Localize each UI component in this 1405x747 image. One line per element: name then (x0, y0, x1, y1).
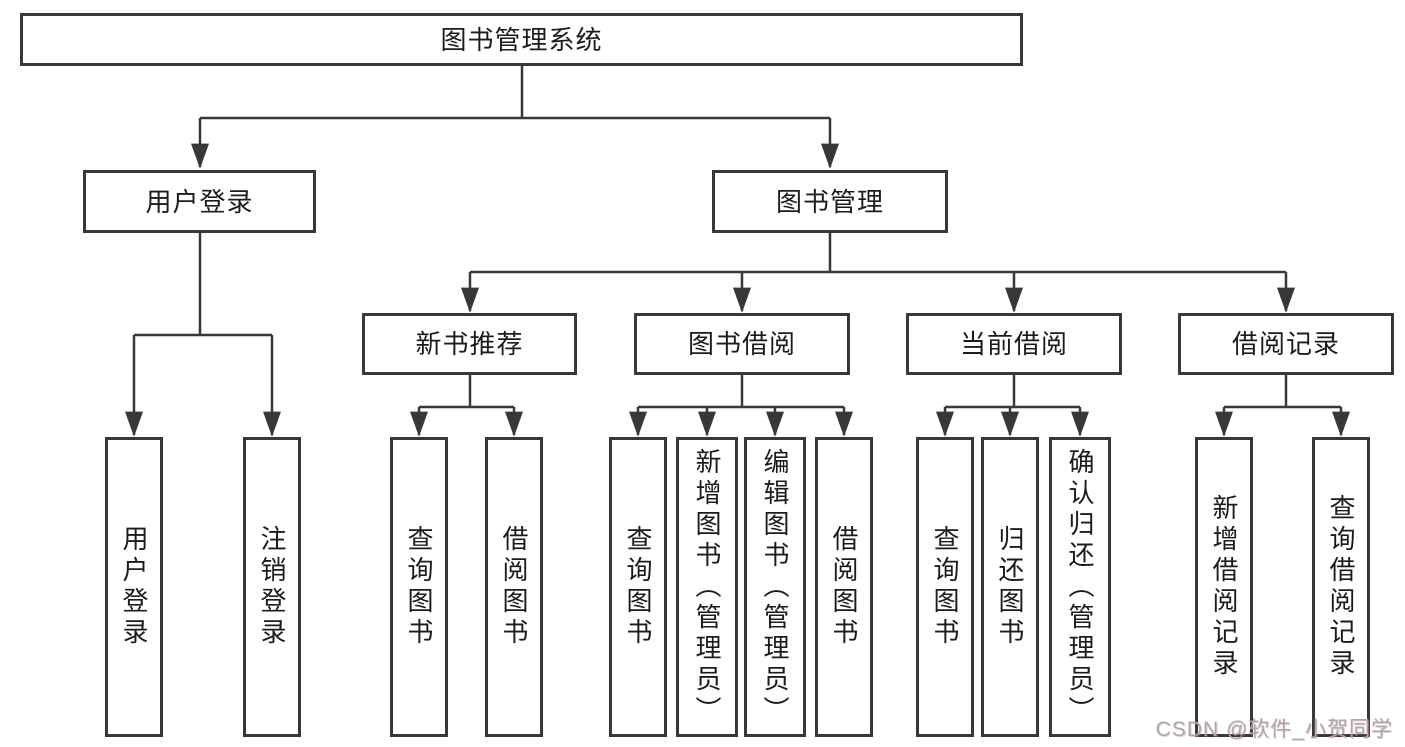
csdn-watermark: CSDN @软件_小贺同学 (1155, 718, 1393, 741)
leaf-current-query-books: 查询图书 (916, 437, 974, 737)
leaf-borrowing-edit-books-admin: 编辑图书（管理员） (744, 437, 806, 737)
connector-borrowing-records-children (1215, 375, 1350, 437)
leaf-records-add-record: 新增借阅记录 (1195, 437, 1253, 737)
node-new-book-recommend-label: 新书推荐 (415, 329, 524, 359)
connector-current-borrowing-children (936, 375, 1089, 437)
connector-book-borrowing-children (629, 375, 853, 437)
leaf-borrowing-add-books-admin: 新增图书（管理员） (676, 437, 738, 737)
node-book-borrowing-label: 图书借阅 (687, 329, 796, 359)
connector-root-to-level2 (191, 66, 839, 169)
node-root-label: 图书管理系统 (440, 24, 603, 55)
node-book-borrowing: 图书借阅 (634, 313, 850, 375)
node-user-login-label: 用户登录 (145, 186, 254, 217)
leaf-current-return-books: 归还图书 (981, 437, 1039, 737)
node-current-borrowing-label: 当前借阅 (959, 329, 1068, 359)
node-borrowing-records-label: 借阅记录 (1231, 329, 1340, 359)
leaf-current-confirm-return-admin: 确认归还（管理员） (1049, 437, 1111, 737)
node-borrowing-records: 借阅记录 (1178, 313, 1394, 375)
leaf-recommend-query-books: 查询图书 (390, 437, 448, 737)
node-new-book-recommend: 新书推荐 (362, 313, 577, 375)
node-book-management-label: 图书管理 (775, 186, 884, 217)
node-user-login: 用户登录 (83, 170, 316, 233)
connector-new-book-recommend-children (410, 375, 523, 437)
leaf-logout: 注销登录 (243, 437, 301, 737)
node-current-borrowing: 当前借阅 (906, 313, 1122, 375)
leaf-records-query-record: 查询借阅记录 (1312, 437, 1370, 737)
leaf-recommend-borrow-books: 借阅图书 (485, 437, 543, 737)
connector-user-login-children (125, 233, 281, 437)
leaf-borrowing-query-books: 查询图书 (609, 437, 667, 737)
node-book-management: 图书管理 (712, 170, 948, 233)
connector-book-management-children (461, 233, 1295, 313)
node-root-system: 图书管理系统 (20, 13, 1023, 66)
leaf-user-login: 用户登录 (105, 437, 163, 737)
leaf-borrowing-borrow-books: 借阅图书 (815, 437, 873, 737)
